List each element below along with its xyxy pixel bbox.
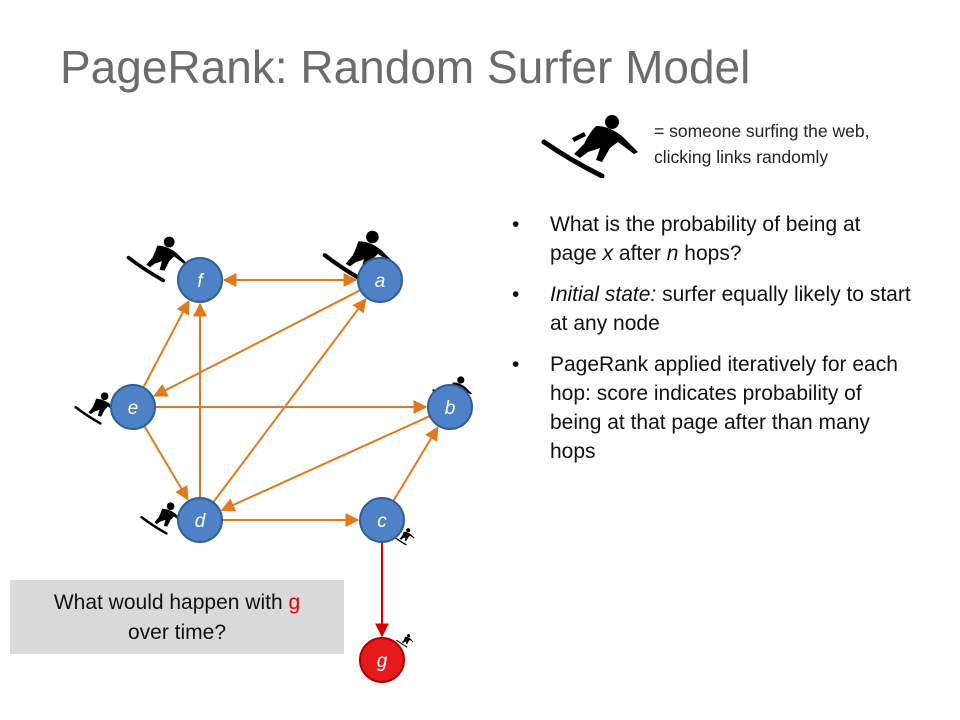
node-label: d <box>195 511 207 532</box>
node-label: g <box>377 651 388 672</box>
surfer-icon-f <box>126 234 188 283</box>
node-label: f <box>197 271 204 292</box>
bullet-item: • Initial state: surfer equally likely to… <box>512 280 912 338</box>
node-e: e <box>110 384 156 430</box>
bullet-text: x <box>602 242 614 265</box>
question-text-after: over time? <box>127 621 227 644</box>
edge-a-e <box>153 289 361 397</box>
bullet-text: PageRank applied iteratively for each ho… <box>550 353 898 463</box>
edge-e-d <box>143 425 189 501</box>
bullet-item: • PageRank applied iteratively for each h… <box>512 350 912 466</box>
node-circle <box>357 257 403 303</box>
bullet-dot: • <box>512 353 520 376</box>
node-circle <box>177 257 223 303</box>
bullet-text: Initial state: <box>550 283 657 306</box>
bullet-text: hops? <box>678 242 742 265</box>
surfer-icon-d <box>140 501 184 535</box>
node-circle <box>110 384 156 430</box>
surfer-icon <box>541 115 638 178</box>
node-d: d <box>177 497 223 543</box>
node-f: f <box>177 257 223 303</box>
node-circle <box>359 497 405 543</box>
node-label: e <box>128 398 139 419</box>
bullet-dot: • <box>512 213 520 236</box>
legend-line-2: clicking links randomly <box>654 147 829 167</box>
node-circle <box>177 497 223 543</box>
question-text-before: What would happen with <box>53 591 289 614</box>
bullet-dot: • <box>512 283 520 306</box>
node-circle <box>427 384 473 430</box>
page-title: PageRank: Random Surfer Model <box>60 41 751 93</box>
node-label: c <box>377 511 387 532</box>
edge-e-f <box>142 299 190 389</box>
bullet-text: surfer equally likely to start at any no… <box>550 283 911 335</box>
node-label: a <box>375 271 386 292</box>
node-a: a <box>357 257 403 303</box>
bullet-text: after <box>613 242 667 265</box>
node-circle <box>359 637 405 683</box>
legend-line-1: = someone surfing the web, <box>654 121 870 141</box>
bullet-item: • What is the probability of being at pag… <box>512 210 912 268</box>
legend-text: = someone surfing the web, clicking link… <box>654 118 869 170</box>
edge-c-b <box>392 426 439 502</box>
node-label: b <box>445 398 456 419</box>
node-g: g <box>359 637 405 683</box>
bullet-text: n <box>666 242 679 265</box>
bullet-list: • What is the probability of being at pag… <box>512 210 912 478</box>
edge-d-a <box>212 298 367 503</box>
node-c: c <box>359 497 405 543</box>
question-box: What would happen with g over time? <box>10 580 344 654</box>
node-b: b <box>427 384 473 430</box>
bullet-text: What is the probability of being at page <box>550 213 861 265</box>
edge-b-d <box>220 415 431 512</box>
question-highlight: g <box>288 591 301 614</box>
